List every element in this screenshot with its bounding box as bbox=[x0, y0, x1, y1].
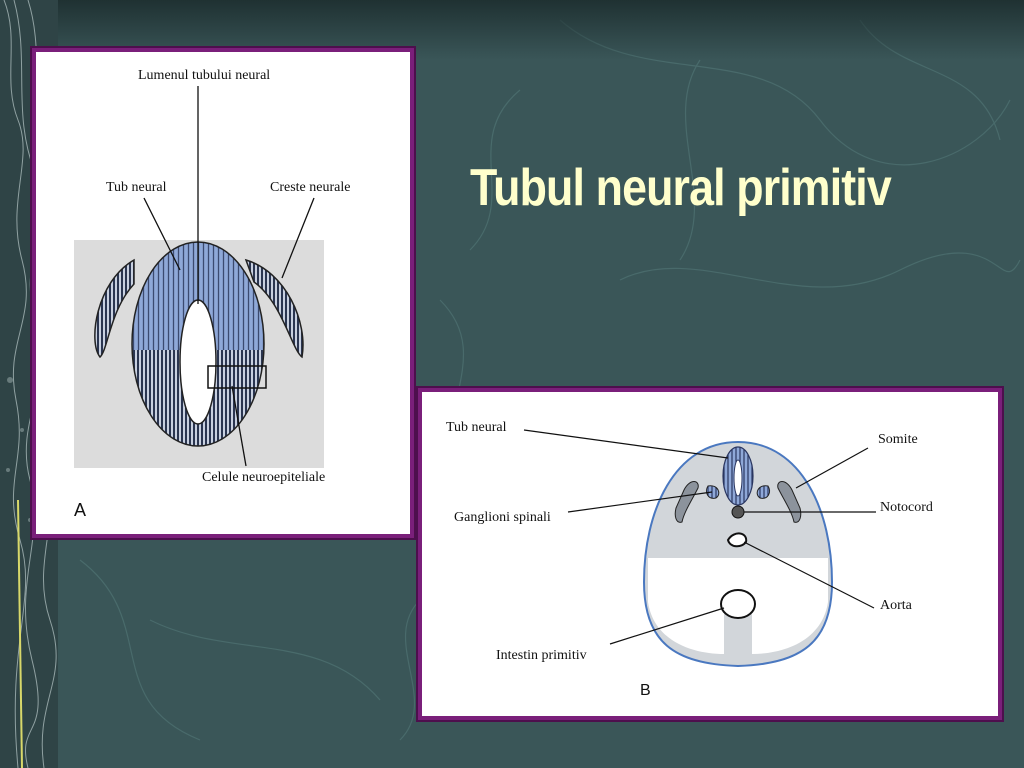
diagram-panel-a: Lumenul tubului neural Tub neural Creste… bbox=[32, 48, 414, 538]
label-neural-crest: Creste neurale bbox=[270, 180, 351, 195]
neural-tube-section-diagram bbox=[74, 86, 324, 468]
neural-tube-lumen-b bbox=[733, 459, 743, 497]
neural-crest-left bbox=[94, 258, 135, 359]
neuroepithelial-highlight-box bbox=[207, 365, 267, 389]
slide-title: Tubul neural primitiv bbox=[470, 159, 892, 217]
label-notochord: Notocord bbox=[880, 500, 933, 515]
aorta bbox=[726, 532, 748, 548]
label-lumen: Lumenul tubului neural bbox=[138, 68, 271, 83]
somite-left bbox=[674, 481, 699, 523]
label-neuroepithelial-cells: Celule neuroepiteliale bbox=[202, 470, 326, 485]
neural-tube-lumen bbox=[179, 299, 217, 425]
embryo-cross-section-diagram bbox=[523, 429, 876, 668]
panel-letter-b: B bbox=[640, 682, 651, 699]
body-cavity bbox=[648, 558, 828, 654]
label-neural-tube: Tub neural bbox=[106, 180, 167, 195]
neural-crest-right bbox=[244, 258, 304, 359]
diagram-panel-b: Tub neural Somite Ganglioni spinali Noto… bbox=[418, 388, 1002, 720]
notochord bbox=[731, 505, 745, 519]
label-aorta: Aorta bbox=[880, 598, 912, 613]
label-primitive-gut: Intestin primitiv bbox=[496, 648, 587, 663]
panel-letter-a: A bbox=[74, 500, 87, 520]
label-somite: Somite bbox=[878, 432, 918, 447]
label-neural-tube-b: Tub neural bbox=[446, 420, 507, 435]
spinal-ganglion-left bbox=[705, 485, 720, 499]
spinal-ganglion-right bbox=[756, 485, 771, 499]
primitive-gut bbox=[720, 589, 756, 619]
label-spinal-ganglia: Ganglioni spinali bbox=[454, 510, 551, 525]
